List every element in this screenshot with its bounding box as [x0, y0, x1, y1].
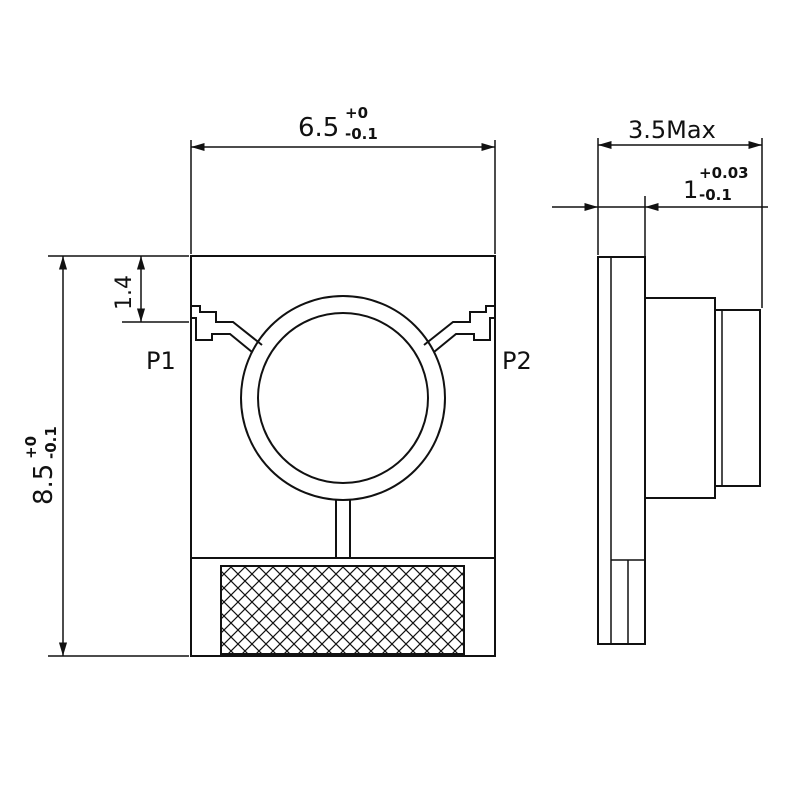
membrane-ring-inner [257, 312, 429, 484]
height-tol-upper: +0 [22, 436, 40, 459]
side-view [597, 256, 761, 645]
front-view: P1 P2 [146, 255, 532, 657]
height-tol-lower: -0.1 [42, 426, 60, 459]
height-dimension: 8.5 +0 -0.1 [22, 255, 189, 657]
thickness-value: 1 [683, 176, 698, 204]
side-housing [644, 297, 716, 499]
pad-label-p1: P1 [146, 347, 176, 375]
lead-trace-left [191, 305, 263, 353]
side-dimensions: 3.5Max 1 +0.03 -0.1 [552, 116, 768, 308]
width-tol-lower: -0.1 [345, 125, 378, 143]
pad-label-p2: P2 [502, 347, 532, 375]
height-value: 8.5 [29, 464, 59, 505]
bottom-pad-hatched [220, 565, 465, 655]
device-outline [190, 255, 496, 657]
offset-dimension: 1.4 [112, 256, 189, 323]
side-base-plate [597, 256, 646, 645]
thickness-tol-upper: +0.03 [699, 164, 749, 182]
membrane-ring-outer [240, 295, 446, 501]
lead-trace-right [423, 305, 495, 353]
offset-value: 1.4 [112, 275, 137, 310]
max-thickness-label: 3.5Max [628, 116, 716, 144]
side-cap [714, 309, 761, 487]
thickness-tol-lower: -0.1 [699, 186, 732, 204]
width-tol-upper: +0 [345, 104, 368, 122]
width-dimension: 6.5 +0 -0.1 [190, 104, 496, 254]
width-value: 6.5 [298, 113, 339, 143]
